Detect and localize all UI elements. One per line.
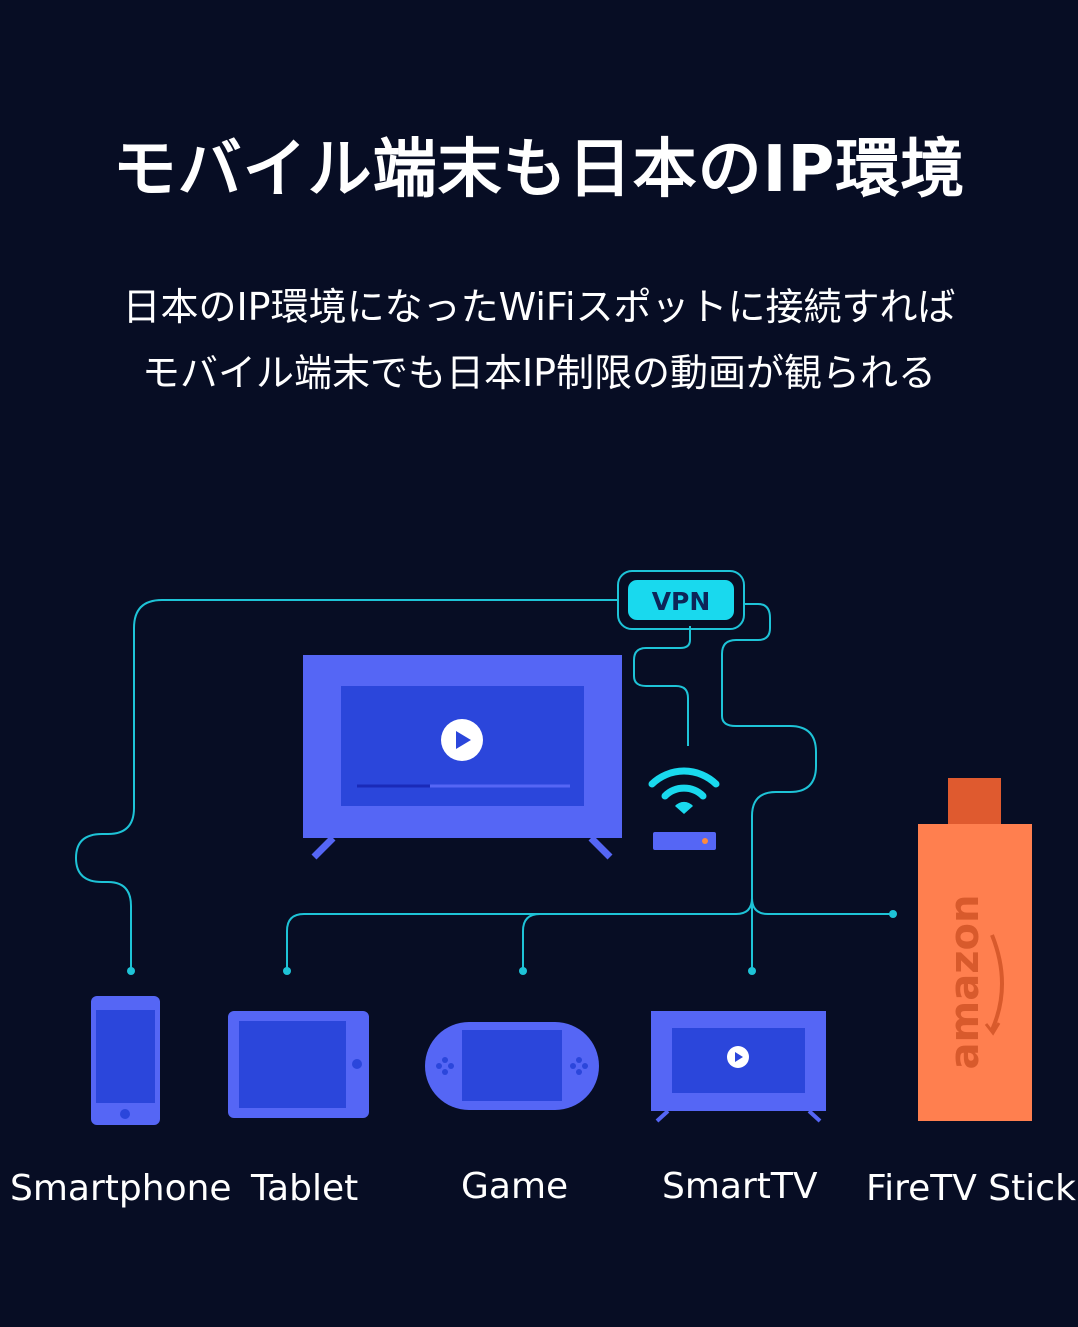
vpn-badge: VPN	[617, 570, 745, 630]
smart-tv-icon	[651, 1011, 826, 1123]
label-firetv-stick: FireTV Stick	[866, 1168, 1076, 1209]
line-vpn-router	[633, 626, 691, 746]
line-hub-stick	[751, 897, 893, 915]
dot-stick	[889, 910, 897, 918]
label-smarttv: SmartTV	[662, 1166, 818, 1207]
page-title: モバイル端末も日本のIP環境	[112, 133, 966, 207]
line-hub-tablet	[286, 897, 753, 970]
line-vpn-hub	[721, 603, 817, 970]
dot-smartphone	[127, 967, 135, 975]
dot-tablet	[283, 967, 291, 975]
label-smartphone: Smartphone	[10, 1168, 232, 1209]
line-vpn-smartphone	[74, 599, 618, 970]
wifi-router-icon	[648, 767, 720, 850]
dot-smarttv	[748, 967, 756, 975]
amazon-logo-text: amazon	[942, 895, 988, 1070]
subtitle-line-2: モバイル端末でも日本IP制限の動画が観られる	[141, 351, 937, 395]
smartphone-icon	[91, 996, 160, 1125]
dot-game	[519, 967, 527, 975]
tablet-icon	[228, 1011, 369, 1118]
firetv-stick-icon: amazon	[918, 778, 1032, 1121]
subtitle-line-1: 日本のIP環境になったWiFiスポットに接続すれば	[122, 285, 956, 329]
label-game: Game	[461, 1166, 569, 1207]
vpn-label: VPN	[652, 587, 711, 616]
line-hub-game	[522, 913, 541, 970]
label-tablet: Tablet	[251, 1168, 359, 1209]
amazon-smile-icon	[990, 934, 1004, 1031]
large-tv-icon	[303, 655, 622, 860]
game-console-icon	[425, 1022, 599, 1110]
connection-dots	[127, 910, 897, 975]
connection-lines	[74, 599, 893, 970]
